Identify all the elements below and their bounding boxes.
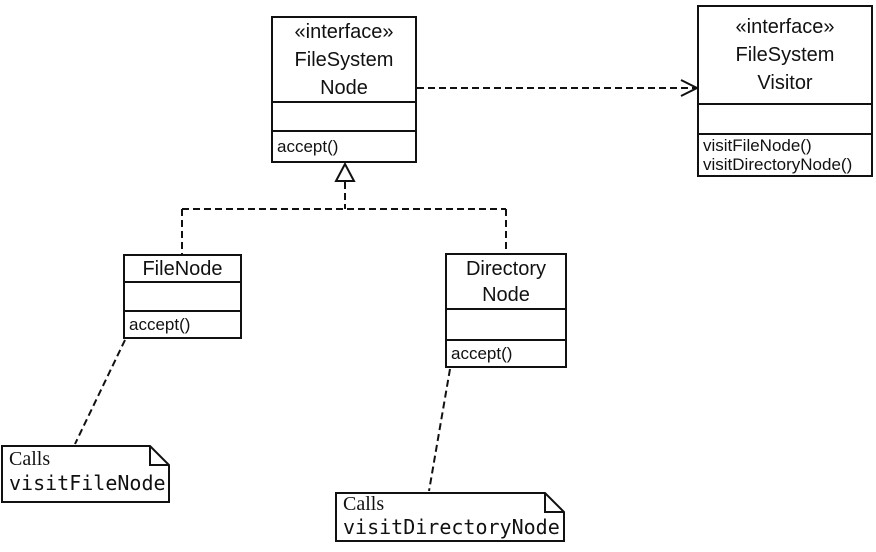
- class-filenode: FileNode accept(): [123, 254, 242, 339]
- note-label: Calls: [9, 448, 51, 470]
- method-label: accept(): [277, 137, 339, 156]
- class-title-filenode: FileNode: [125, 256, 240, 283]
- realization-triangle-icon: [334, 161, 356, 182]
- note-fold-icon: [149, 446, 169, 466]
- note-code: visitFileNode: [9, 471, 166, 495]
- class-title-filesystemvisitor: «interface» FileSystem Visitor: [699, 7, 871, 106]
- methods-compartment: accept(): [273, 132, 415, 161]
- note-directorynode: Calls visitDirectoryNode: [335, 492, 565, 542]
- class-title-directorynode: Directory Node: [447, 255, 565, 310]
- note-outline: [1, 445, 170, 503]
- note-connector-directorynode: [428, 368, 451, 492]
- note-text: Calls visitFileNode: [9, 448, 166, 495]
- note-code: visitDirectoryNode: [343, 515, 560, 539]
- class-name-line: FileSystem: [294, 48, 394, 71]
- class-name-line: Node: [320, 76, 368, 99]
- note-connector-filenode: [74, 339, 126, 445]
- attributes-compartment: [447, 310, 565, 341]
- note-outline: [335, 492, 565, 542]
- attributes-compartment: [699, 105, 871, 135]
- class-filesystemvisitor: «interface» FileSystem Visitor visitFile…: [697, 5, 873, 177]
- class-name-line: FileNode: [142, 257, 223, 280]
- note-label: Calls: [343, 493, 385, 515]
- method-label: accept(): [129, 315, 191, 334]
- method-label: visitFileNode(): [703, 136, 812, 155]
- class-name-line: Directory: [465, 257, 546, 280]
- method-label: accept(): [451, 344, 513, 363]
- attributes-compartment: [273, 103, 415, 132]
- note-shape: [335, 492, 565, 542]
- note-text: Calls visitDirectoryNode: [343, 493, 560, 539]
- methods-compartment: visitFileNode() visitDirectoryNode(): [699, 135, 871, 175]
- note-filenode: Calls visitFileNode: [1, 445, 170, 503]
- class-directorynode: Directory Node accept(): [445, 253, 567, 368]
- note-fold-icon: [544, 493, 564, 513]
- class-name-line: FileSystem: [735, 44, 835, 67]
- attributes-compartment: [125, 283, 240, 312]
- note-shape: [1, 445, 170, 503]
- class-name-line: Visitor: [757, 72, 813, 95]
- class-title-filesystemnode: «interface» FileSystem Node: [273, 18, 415, 103]
- method-label: visitDirectoryNode(): [703, 155, 853, 174]
- stereotype-label: «interface»: [294, 20, 394, 43]
- methods-compartment: accept(): [447, 341, 565, 366]
- methods-compartment: accept(): [125, 312, 240, 337]
- stereotype-label: «interface»: [735, 16, 835, 39]
- class-name-line: Node: [482, 283, 530, 306]
- class-filesystemnode: «interface» FileSystem Node accept(): [271, 16, 417, 163]
